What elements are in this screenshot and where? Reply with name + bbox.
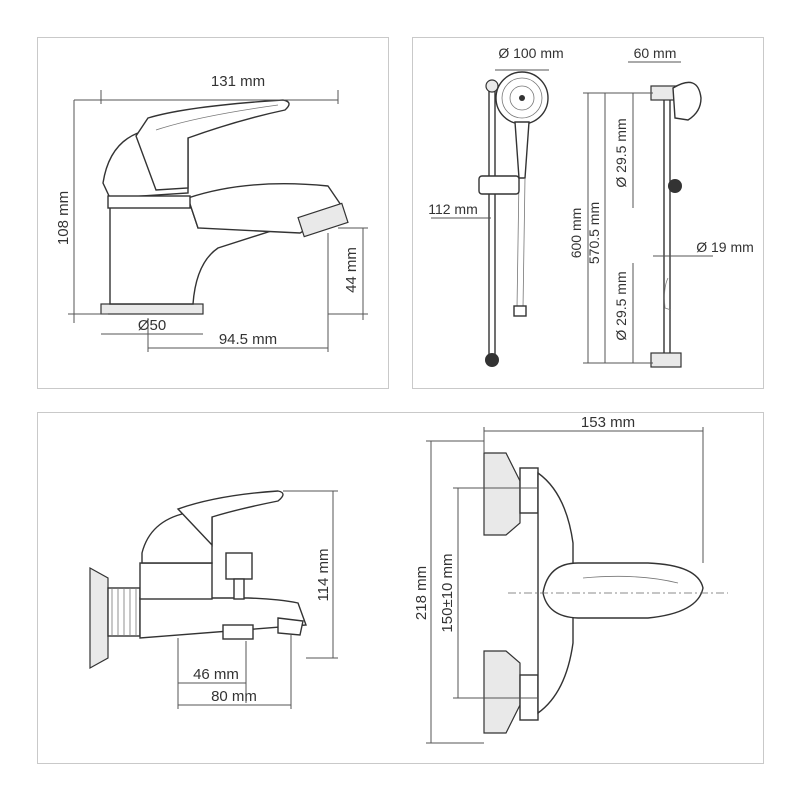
rail-diameter-label: Ø 19 mm [696,239,754,255]
width-label: 131 mm [211,73,265,90]
bath-mixer-panel: 114 mm 46 mm 80 mm 153 mm 218 mm 150±10 … [37,412,764,764]
bottom-spout [222,624,254,640]
shower-head-ring [501,77,543,119]
center-distance-label: 150±10 mm [439,553,456,632]
offset-a-label: 46 mm [193,666,239,683]
base-diameter-label: Ø50 [138,317,166,334]
top-flange [483,452,521,536]
basin-mixer-drawing: 131 mm 108 mm 44 mm Ø50 94.5 mm [55,73,368,352]
offset-b-label: 80 mm [211,688,257,705]
front-lever [542,562,704,619]
nut-thread [111,588,137,636]
shower-set-panel: Ø 100 mm 60 mm 112 mm 600 mm 570.5 mm Ø … [412,37,764,389]
bath-height-label: 114 mm [315,548,332,601]
shower-hose [516,177,526,309]
spout-height-label: 44 mm [343,247,360,293]
rail-side [663,87,671,361]
basin-mixer-panel: 131 mm 108 mm 44 mm Ø50 94.5 mm [37,37,389,389]
top-nut [519,467,539,514]
head-diameter-label: Ø 100 mm [498,45,563,61]
diverter-knob [225,552,253,580]
height-label: 108 mm [55,191,72,245]
cartridge-ring [107,195,191,209]
bath-body-upper [139,562,213,600]
slider-holder [478,175,520,195]
diverter-stem [233,578,245,600]
aerator [297,202,349,238]
lever-handle [135,99,290,191]
base-plate [100,303,204,315]
holder-label: 112 mm [428,201,478,217]
rail-bottom-cap [485,353,499,367]
rail-top-cap [485,79,499,93]
hose-nut [513,305,527,317]
bar-inner-label: 570.5 mm [586,202,602,264]
bar-length-label: 600 mm [568,208,584,259]
wall-plate [89,566,109,670]
hose-side [664,277,672,311]
bath-mixer-drawing: 114 mm 46 mm 80 mm 153 mm 218 mm 150±10 … [89,414,728,744]
slider-side [668,179,682,193]
reach-label: 94.5 mm [219,331,277,348]
bottom-flange [483,650,521,734]
bath-spout [277,617,304,636]
bracket-depth-label: 60 mm [634,45,677,61]
shower-set-drawing: Ø 100 mm 60 mm 112 mm 600 mm 570.5 mm Ø … [428,45,754,368]
shower-head-ring [509,85,535,111]
lever-highlight [155,104,279,131]
bottom-bracket [650,352,682,368]
slide-rail [488,87,496,359]
bath-lever [176,490,284,547]
bracket-bottom-label: Ø 29.5 mm [613,271,629,340]
shower-head-side [672,81,702,121]
shower-head-center [519,95,525,101]
bath-body [139,597,307,639]
shower-handle [514,121,530,179]
front-lever-highlight [582,575,679,584]
total-height-label: 218 mm [413,566,430,620]
front-width-label: 153 mm [581,414,635,431]
bracket-top-label: Ø 29.5 mm [613,118,629,187]
